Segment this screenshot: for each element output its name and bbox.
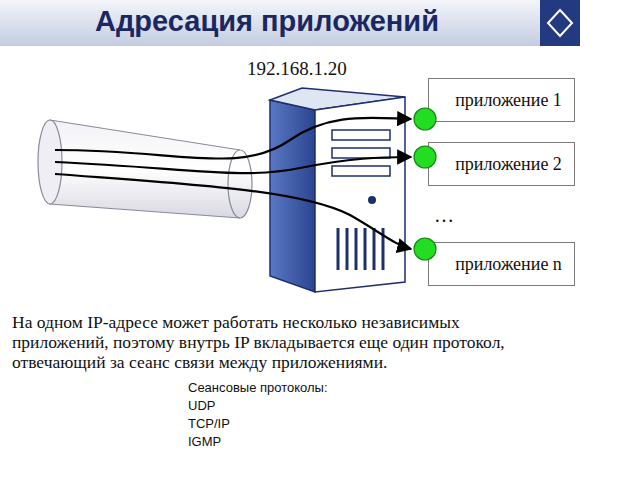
protocol-name: TCP/IP <box>188 417 230 432</box>
application-box: приложение 1 <box>428 78 575 122</box>
application-box: приложение 2 <box>428 142 575 186</box>
protocol-name: UDP <box>188 399 215 414</box>
protocol-name: IGMP <box>188 435 221 450</box>
title-bar <box>0 0 580 46</box>
flow-arrows <box>55 118 411 249</box>
logo <box>548 10 572 36</box>
application-name: приложение 2 <box>455 154 562 175</box>
logo-panel <box>540 0 580 46</box>
cable <box>38 120 252 218</box>
explanation-text: На одном IP-адресе может работать нескол… <box>12 312 542 372</box>
ellipsis: … <box>434 204 454 227</box>
list-heading: Сеансовые протоколы: <box>188 381 328 396</box>
ip-address: 192.168.1.20 <box>247 58 347 80</box>
slide-title: Адресация приложений <box>95 5 439 38</box>
application-name: приложение 1 <box>455 90 562 111</box>
application-box: приложение n <box>428 242 575 286</box>
application-name: приложение n <box>455 254 562 275</box>
